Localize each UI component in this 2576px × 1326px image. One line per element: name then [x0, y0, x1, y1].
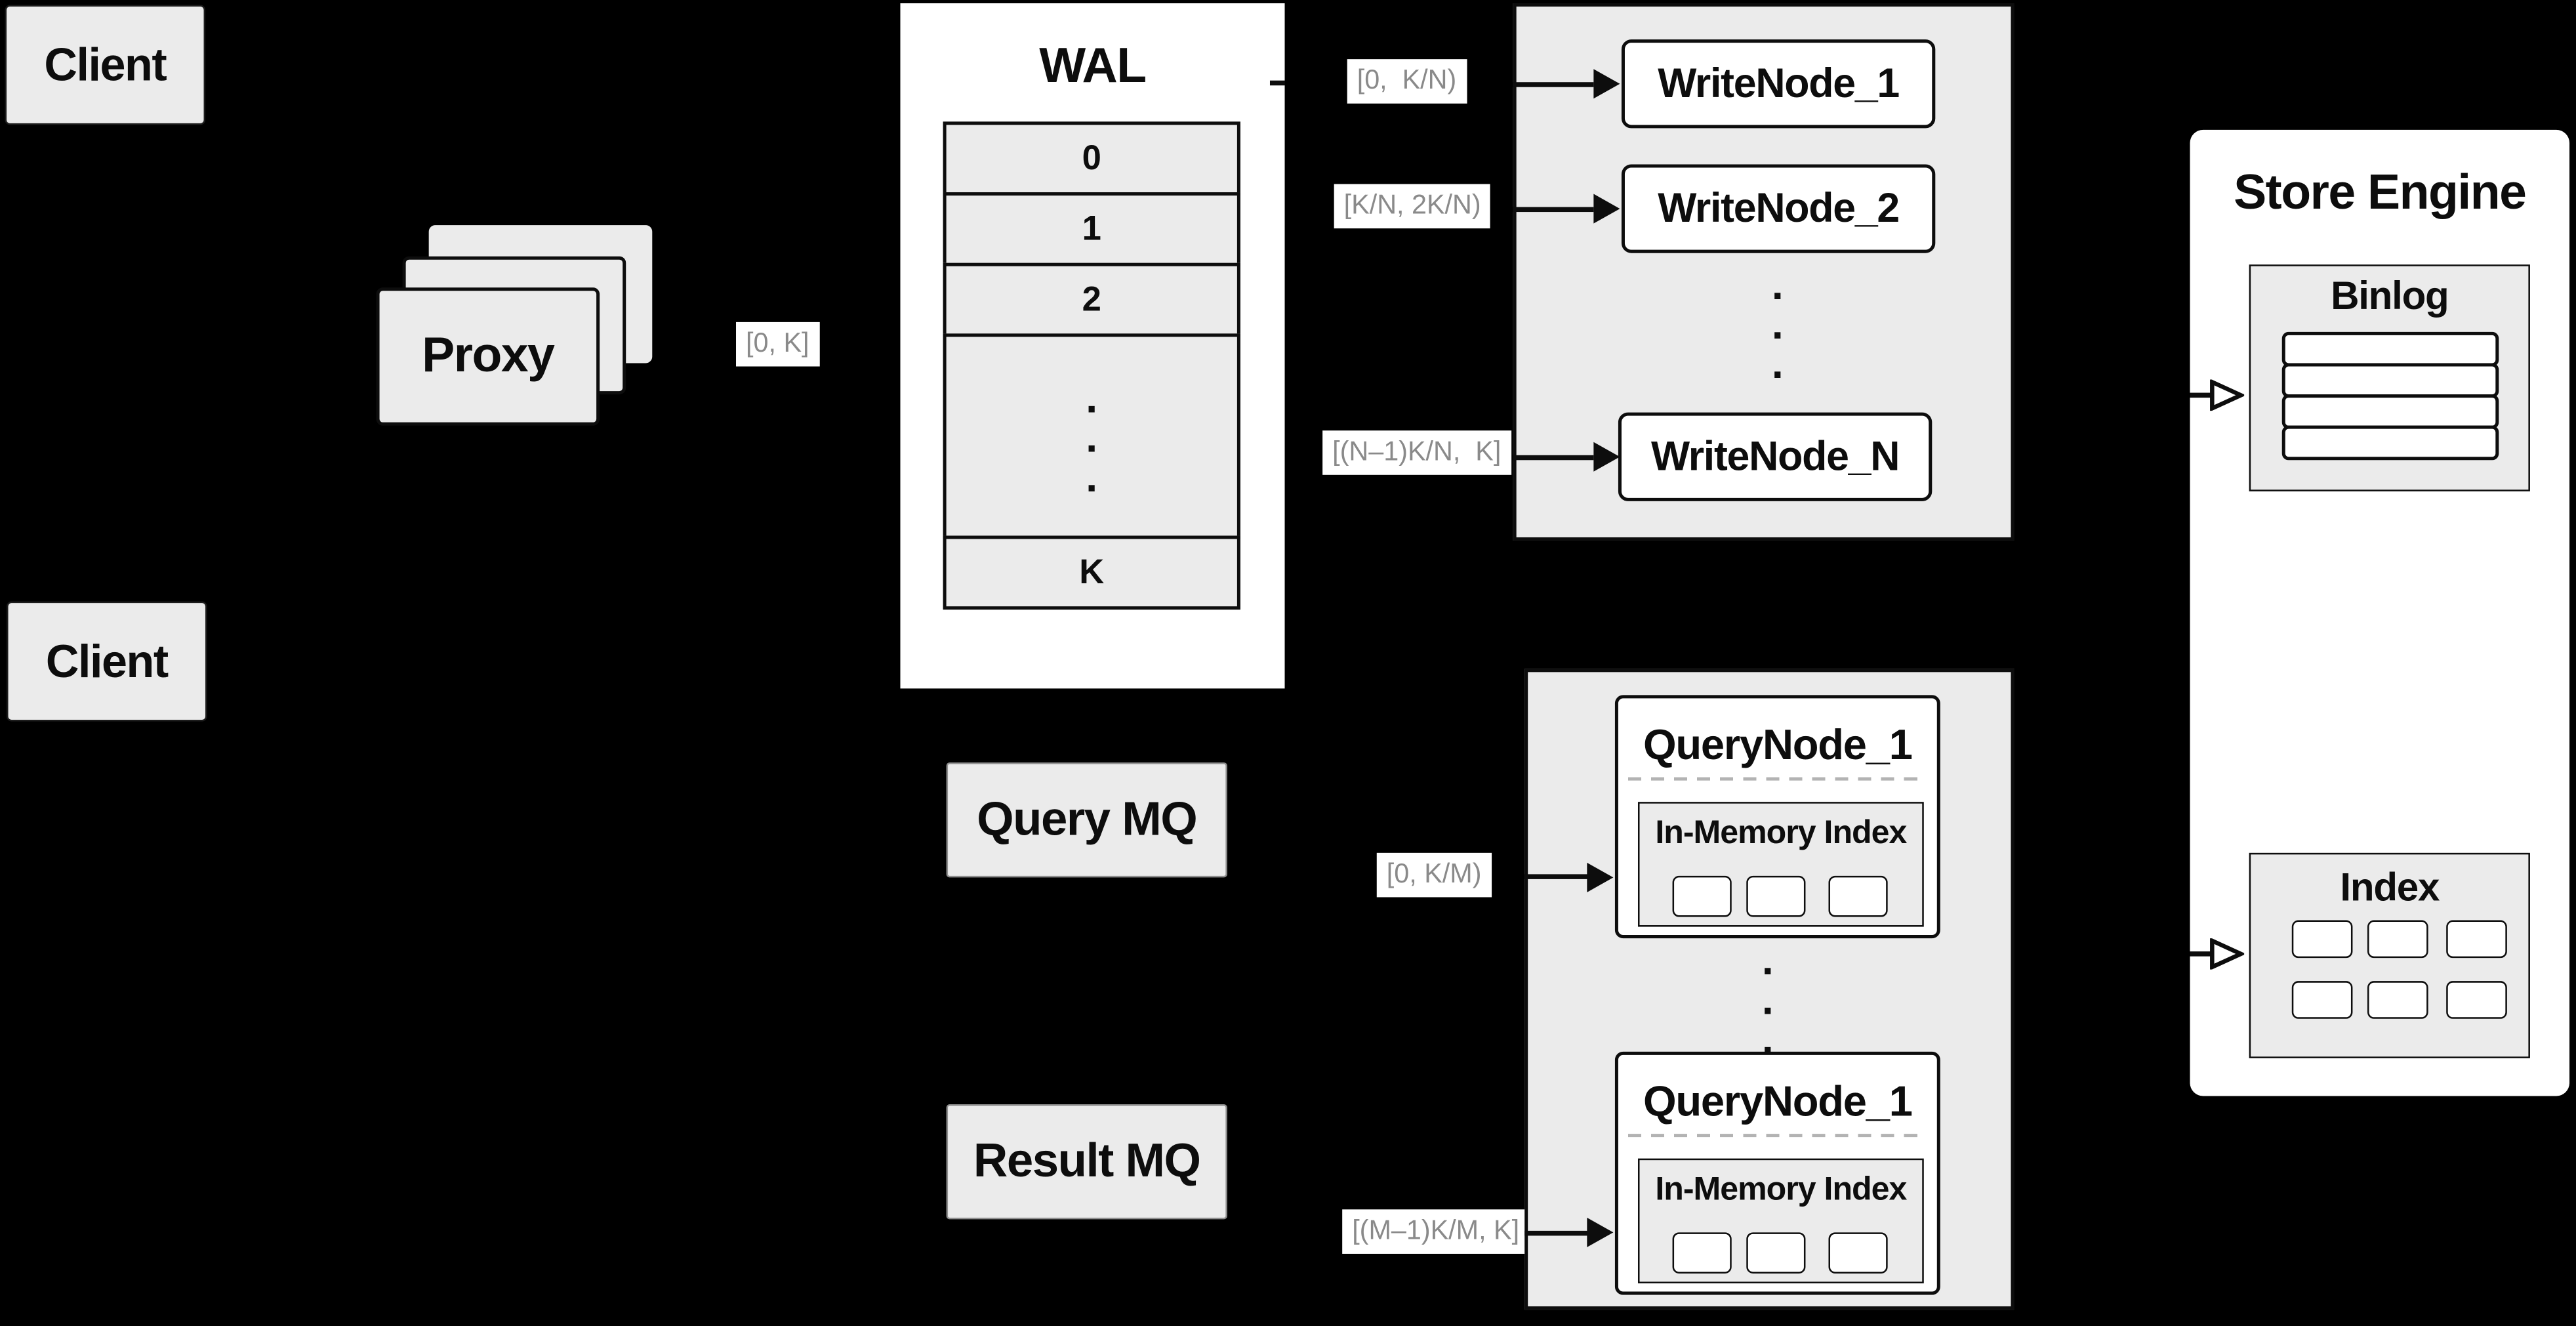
- arrow-to-binlog: [2190, 392, 2213, 398]
- wal-segment-list: 0 1 2 . . . K: [943, 121, 1240, 610]
- index-chip: [1746, 875, 1806, 917]
- client-top-label: Client: [44, 38, 167, 90]
- wal-segment-row: 0: [943, 121, 1240, 196]
- arrow-to-write-node-1: [1513, 81, 1594, 87]
- write-node-2: WriteNode_2: [1621, 164, 1936, 253]
- binlog-row: [2281, 425, 2499, 461]
- in-memory-index-title: In-Memory Index: [1655, 1171, 1907, 1208]
- query-range-label-2: [(M–1)K/M, K]: [1342, 1209, 1530, 1253]
- query-mq-box: Query MQ: [946, 762, 1227, 878]
- index-chip: [1828, 1232, 1888, 1274]
- ellipsis-dot: .: [1086, 451, 1098, 501]
- arrowhead-icon: [1593, 194, 1620, 224]
- binlog-row: [2281, 363, 2499, 398]
- arrow-to-write-node-2: [1513, 206, 1594, 211]
- index-slab: [2367, 981, 2428, 1019]
- binlog-row: [2281, 331, 2499, 367]
- write-node-ellipsis: . . .: [1758, 259, 1797, 388]
- write-node-n-label: WriteNode_N: [1650, 432, 1900, 480]
- query-mq-label: Query MQ: [977, 793, 1198, 846]
- ellipsis-dot: .: [1761, 974, 1774, 1024]
- index-slab: [2291, 981, 2353, 1019]
- client-box-top: Client: [5, 5, 206, 125]
- client-box-bottom: Client: [7, 601, 207, 722]
- binlog-rows: [2281, 331, 2499, 461]
- ellipsis-dot: .: [1086, 372, 1098, 422]
- wal-segment-row: 1: [943, 192, 1240, 266]
- binlog-box: Binlog: [2249, 264, 2530, 491]
- arrow-to-query-node-2: [1524, 1230, 1591, 1235]
- wal-ellipsis: . . .: [1086, 372, 1098, 501]
- proxy-card-front: Proxy: [376, 287, 600, 426]
- write-node-1: WriteNode_1: [1621, 39, 1936, 129]
- arrowhead-icon: [1587, 861, 1614, 892]
- index-box: Index: [2249, 852, 2530, 1058]
- result-mq-label: Result MQ: [973, 1134, 1201, 1188]
- arrowhead-icon: [1593, 69, 1620, 99]
- write-range-label-2: [K/N, 2K/N): [1334, 184, 1491, 228]
- proxy-label: Proxy: [422, 328, 555, 383]
- wal-panel: WAL 0 1 2 . . . K: [900, 3, 1285, 689]
- write-node-1-label: WriteNode_1: [1658, 60, 1900, 106]
- wal-title: WAL: [1039, 39, 1147, 94]
- wal-connector-tick: [1269, 80, 1285, 86]
- index-slab: [2367, 920, 2428, 959]
- store-engine-title: Store Engine: [2234, 165, 2527, 220]
- ellipsis-dot: .: [1761, 1014, 1774, 1064]
- index-slab: [2291, 920, 2353, 959]
- ellipsis-dot: .: [1771, 338, 1784, 388]
- query-node-1: QueryNode_1 In-Memory Index: [1614, 695, 1940, 939]
- arrow-to-query-node-1: [1524, 874, 1591, 879]
- ellipsis-dot: .: [1771, 259, 1784, 309]
- write-node-2-label: WriteNode_2: [1658, 184, 1900, 231]
- index-chip: [1828, 875, 1888, 917]
- index-chip: [1746, 1232, 1806, 1274]
- wal-segment-1: 1: [1082, 209, 1101, 247]
- query-range-label-1: [0, K/M): [1376, 852, 1492, 897]
- index-slab: [2446, 920, 2507, 959]
- dashed-divider: [1627, 777, 1927, 781]
- binlog-title: Binlog: [2331, 274, 2449, 319]
- write-node-n: WriteNode_N: [1618, 412, 1932, 501]
- wal-segment-row: 2: [943, 262, 1240, 337]
- in-memory-index-box: In-Memory Index: [1637, 1158, 1924, 1284]
- dashed-divider: [1627, 1134, 1927, 1138]
- index-slab: [2446, 981, 2507, 1019]
- client-bottom-label: Client: [45, 634, 169, 686]
- in-memory-index-box: In-Memory Index: [1637, 802, 1924, 927]
- write-range-label-3: [(N–1)K/N, K]: [1322, 430, 1511, 474]
- open-arrowhead-icon: [2210, 938, 2245, 970]
- ellipsis-dot: .: [1761, 935, 1774, 985]
- arrowhead-icon: [1587, 1217, 1614, 1247]
- query-node-1-title: QueryNode_1: [1643, 718, 1913, 768]
- binlog-row: [2281, 394, 2499, 429]
- wal-segment-k: K: [1079, 552, 1105, 591]
- wal-ellipsis-row: . . .: [943, 333, 1240, 539]
- query-node-2: QueryNode_1 In-Memory Index: [1614, 1051, 1940, 1295]
- store-engine-panel: Store Engine Binlog Index: [2190, 129, 2570, 1096]
- ellipsis-dot: .: [1771, 299, 1784, 348]
- arrowhead-icon: [1593, 442, 1620, 472]
- wal-segment-2: 2: [1082, 280, 1101, 318]
- result-mq-box: Result MQ: [946, 1104, 1227, 1220]
- wal-segment-0: 0: [1082, 138, 1101, 177]
- index-title: Index: [2340, 865, 2440, 911]
- query-node-ellipsis: . . .: [1748, 935, 1788, 1064]
- index-chip: [1672, 875, 1732, 917]
- proxy-range-label: [0, K]: [736, 321, 819, 366]
- write-range-label-1: [0, K/N): [1347, 59, 1467, 103]
- in-memory-index-title: In-Memory Index: [1655, 815, 1907, 852]
- index-chip: [1672, 1232, 1732, 1274]
- query-node-2-title: QueryNode_1: [1643, 1075, 1913, 1125]
- ellipsis-dot: .: [1086, 411, 1098, 461]
- arrow-to-write-node-n: [1513, 454, 1594, 460]
- arrow-to-index: [2190, 951, 2213, 957]
- wal-segment-row: K: [943, 535, 1240, 610]
- open-arrowhead-icon: [2210, 379, 2245, 411]
